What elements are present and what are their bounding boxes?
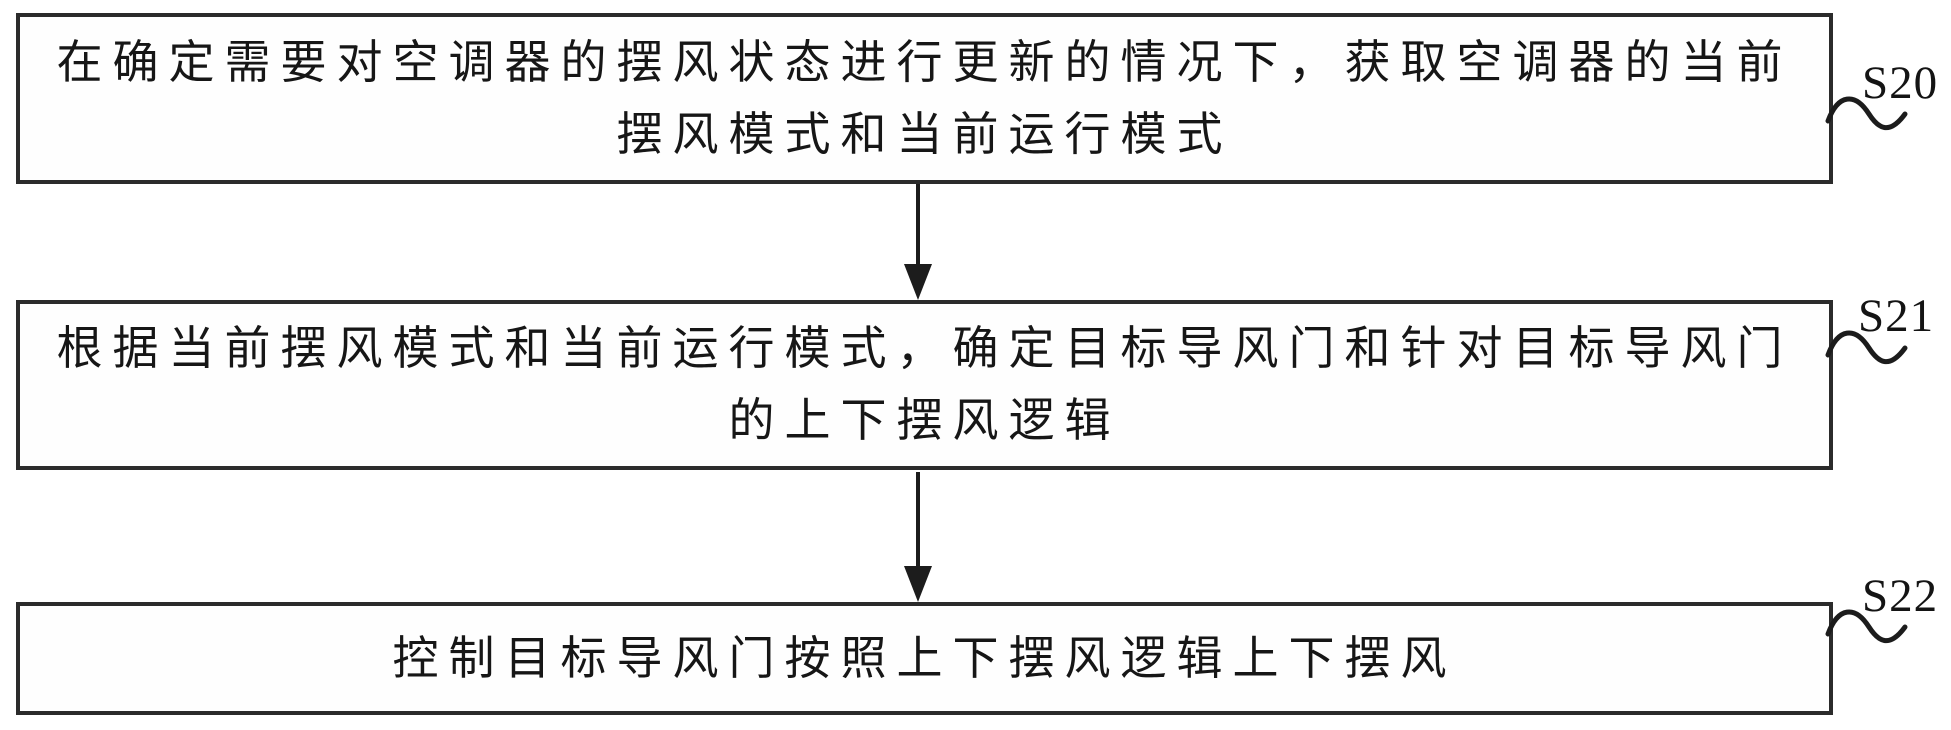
flow-arrow-shaft-1 xyxy=(916,184,920,268)
step-reference-label-s20: S20 xyxy=(1862,57,1939,109)
step-box-s20: 在确定需要对空调器的摆风状态进行更新的情况下，获取空调器的当前 摆风模式和当前运… xyxy=(16,13,1833,184)
step-reference-label-s21: S21 xyxy=(1858,290,1935,342)
flow-arrow-shaft-2 xyxy=(916,472,920,568)
reference-squiggle-s21-icon xyxy=(1825,330,1908,364)
step-s21-text-line-2: 的上下摆风逻辑 xyxy=(728,395,1121,446)
step-s20-text-line-1: 在确定需要对空调器的摆风状态进行更新的情况下，获取空调器的当前 xyxy=(56,36,1793,88)
step-s22-text-line-1: 控制目标导风门按照上下摆风逻辑上下摆风 xyxy=(392,632,1457,684)
step-box-s22: 控制目标导风门按照上下摆风逻辑上下摆风 xyxy=(16,602,1833,715)
step-box-s21: 根据当前摆风模式和当前运行模式，确定目标导风门和针对目标导风门 的上下摆风逻辑 xyxy=(16,300,1833,470)
flow-arrow-head-1 xyxy=(904,264,932,300)
step-s20-text-line-2: 摆风模式和当前运行模式 xyxy=(616,108,1233,160)
reference-squiggle-s20-icon xyxy=(1825,96,1908,130)
flow-arrow-head-2 xyxy=(904,566,932,602)
step-reference-label-s22: S22 xyxy=(1862,570,1939,622)
reference-squiggle-s22-icon xyxy=(1825,609,1908,643)
step-s21-text-line-1: 根据当前摆风模式和当前运行模式，确定目标导风门和针对目标导风门 xyxy=(56,323,1793,374)
